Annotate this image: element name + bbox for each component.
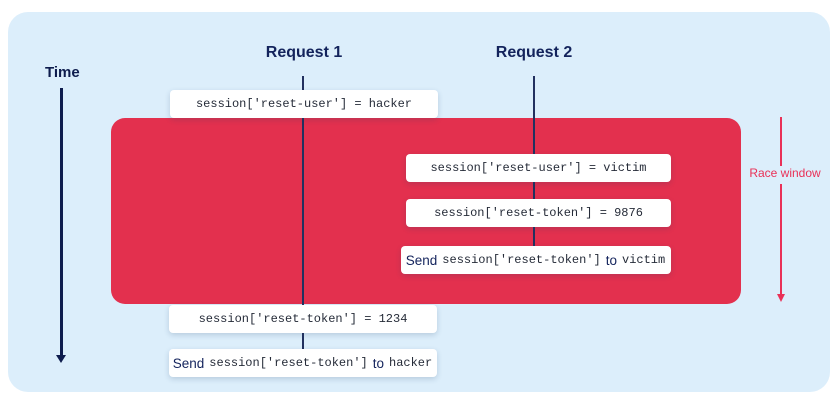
step-code: session['reset-user'] = hacker: [195, 97, 413, 111]
race-window-bracket-line-bottom: [780, 184, 782, 295]
step-word-send: Send: [172, 355, 205, 371]
step-r1-set-reset-user: session['reset-user'] = hacker: [170, 90, 438, 118]
time-axis-arrowhead-icon: [56, 355, 66, 363]
step-code: session['reset-token'] = 9876: [434, 206, 643, 220]
step-code: session['reset-token']: [442, 253, 601, 267]
step-r2-set-reset-user: session['reset-user'] = victim: [406, 154, 671, 182]
race-window-label: Race window: [749, 166, 821, 180]
step-word-to: to: [372, 355, 384, 371]
race-window-arrowhead-icon: [776, 294, 785, 302]
step-code: session['reset-token']: [209, 356, 368, 370]
step-r2-send-token-to-victim: Send session['reset-token'] to victim: [401, 246, 671, 274]
step-word-send: Send: [405, 252, 438, 268]
step-code: session['reset-token'] = 1234: [198, 312, 408, 326]
request1-lane-line: [302, 76, 304, 350]
request2-lane-label: Request 2: [495, 44, 573, 61]
step-r2-set-reset-token: session['reset-token'] = 9876: [406, 199, 671, 227]
step-r1-send-token-to-hacker: Send session['reset-token'] to hacker: [169, 349, 437, 377]
diagram-panel: Time Request 1 Request 2 session['reset-…: [8, 12, 830, 392]
time-axis-label: Time: [45, 64, 80, 81]
time-axis-line: [60, 88, 63, 356]
request1-lane-label: Request 1: [265, 44, 343, 61]
step-word-to: to: [605, 252, 617, 268]
step-r1-set-reset-token: session['reset-token'] = 1234: [169, 305, 437, 333]
step-target: hacker: [389, 356, 433, 370]
step-target: victim: [622, 253, 666, 267]
race-window-bracket-line-top: [780, 117, 782, 166]
step-code: session['reset-user'] = victim: [430, 161, 647, 175]
